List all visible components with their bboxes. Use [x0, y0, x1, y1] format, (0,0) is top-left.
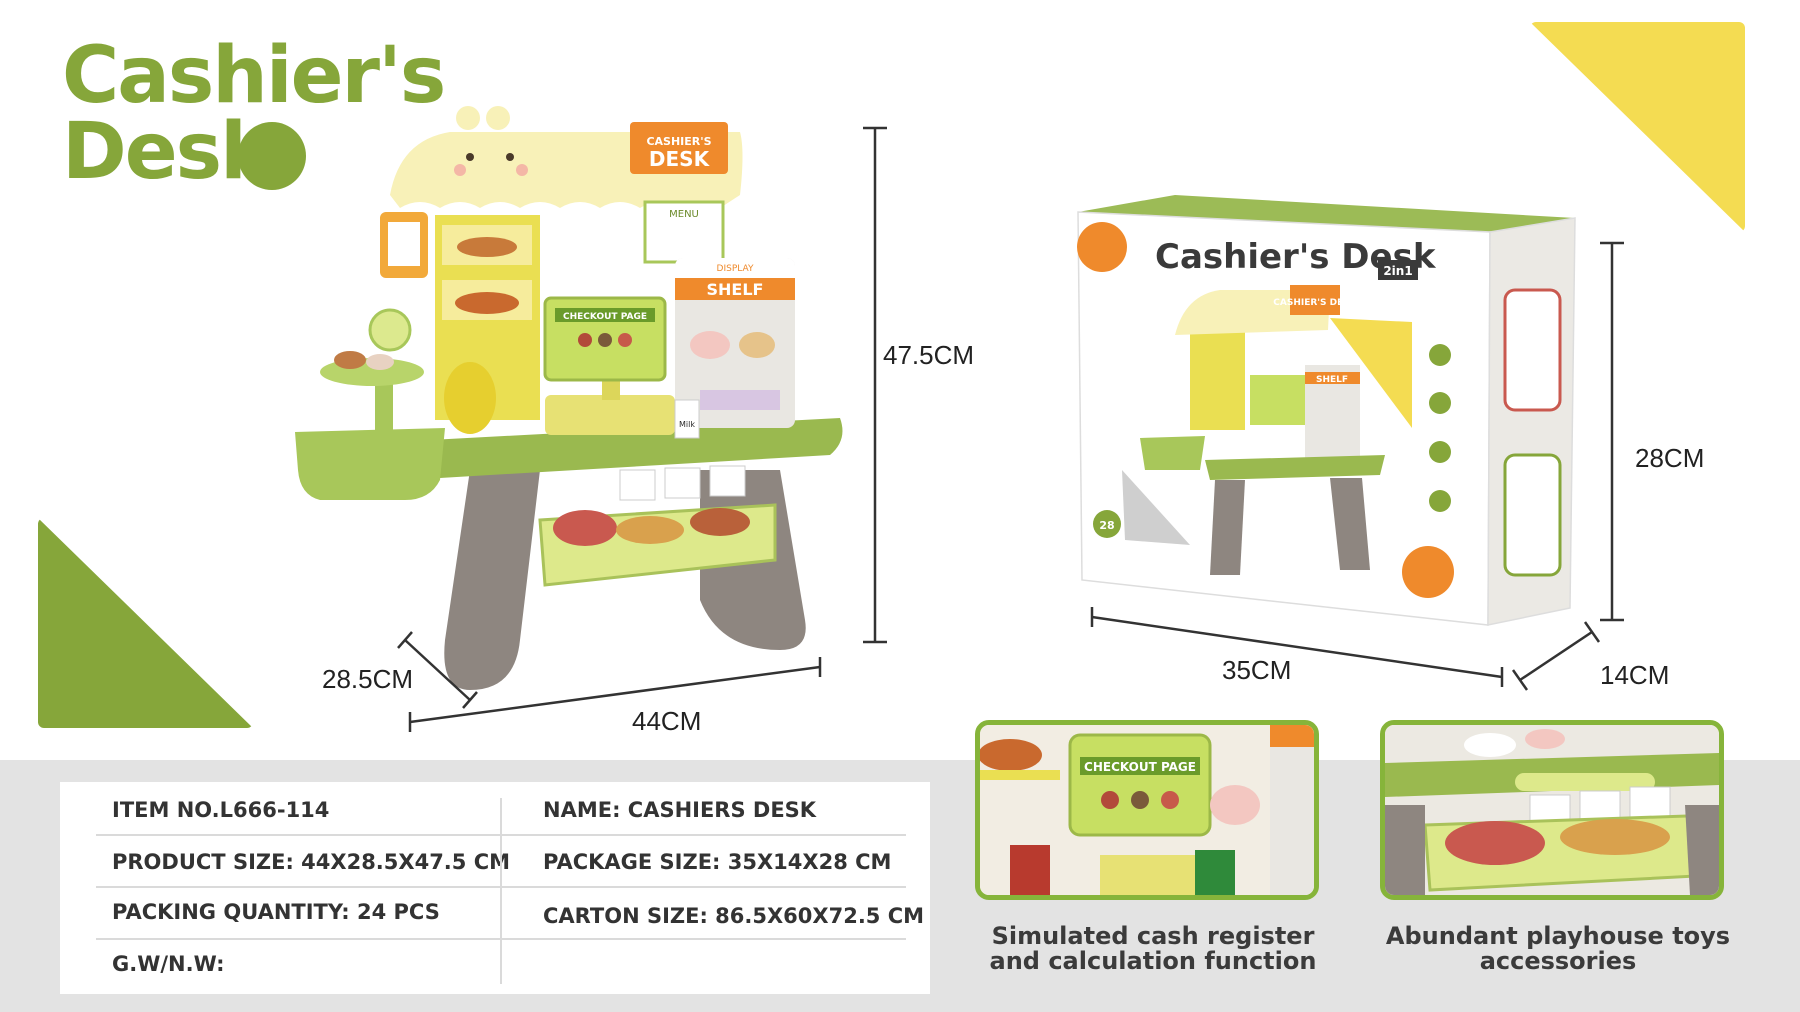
package-width-dimension-line	[1091, 615, 1503, 679]
package-depth-label: 14CM	[1600, 660, 1670, 690]
toy-register-base	[545, 395, 675, 435]
box-pieces-badge	[1093, 510, 1121, 538]
product-width-label: 44CM	[632, 706, 702, 736]
box-badge	[1378, 260, 1418, 280]
feature-caption-accessories: Abundant playhouse toys accessories	[1358, 924, 1758, 974]
title-line-2: Desk	[62, 107, 272, 197]
toy-side-tray	[295, 428, 445, 500]
toy-milk-label: Milk	[679, 420, 695, 429]
feature-image-cash-register: CHECKOUT PAGE	[980, 725, 1314, 895]
feature-caption-line-1: Simulated cash register	[991, 922, 1315, 950]
package-dimension-lines	[1090, 241, 1624, 691]
toy-counter-top	[426, 418, 843, 478]
spec-product-size: PRODUCT SIZE: 44X28.5X47.5 CM	[112, 850, 511, 874]
toy-pineapple	[444, 362, 496, 434]
package-box: Cashier's Desk 2in1 28 CASHIER'S DESK SH…	[1077, 195, 1576, 626]
feature-image-accessories	[1385, 725, 1719, 895]
box-new-version-badge	[1402, 546, 1454, 598]
toy-awning-eye-left	[466, 153, 474, 161]
box-logo-icon	[1077, 222, 1127, 272]
package-height-label: 28CM	[1635, 443, 1705, 473]
title-line-1: Cashier's	[62, 31, 446, 121]
spec-packing-quantity: PACKING QUANTITY: 24 PCS	[112, 900, 440, 924]
toy-screen-label: CHECKOUT PAGE	[563, 312, 647, 322]
title-dot-decoration	[238, 122, 306, 190]
depth-dimension-line	[404, 639, 471, 701]
spec-name: NAME: CASHIERS DESK	[543, 798, 817, 822]
box-awning-sign: CASHIER'S DESK	[1273, 298, 1357, 308]
feature-caption-line-2: accessories	[1479, 947, 1637, 975]
toy-lower-tray-foods	[553, 508, 750, 546]
toy-shelf-label: SHELF	[707, 280, 764, 299]
toy-display-label: DISPLAY	[717, 264, 754, 274]
toy-awning-sign	[630, 122, 728, 174]
toy-display-shelf	[675, 258, 795, 428]
feature-caption-line-2: and calculation function	[989, 947, 1317, 975]
package-width-label: 35CM	[1222, 655, 1292, 685]
width-dimension-line	[409, 665, 821, 724]
spec-table: ITEM NO.L666-114 NAME: CASHIERS DESK PRO…	[60, 782, 930, 994]
spec-item-no: ITEM NO.L666-114	[112, 798, 330, 822]
toy-menu-label: MENU	[669, 209, 699, 220]
box-shelf-sign: SHELF	[1316, 375, 1348, 385]
box-top	[1078, 195, 1575, 232]
feature-caption-line-1: Abundant playhouse toys	[1385, 922, 1731, 950]
spec-column-divider	[500, 798, 502, 984]
box-badge-text: 2in1	[1383, 264, 1412, 278]
toy-milk-carton	[674, 399, 700, 439]
toy-leg-left	[444, 470, 540, 690]
toy-awning-eye-right	[506, 153, 514, 161]
feature-caption-cash-register: Simulated cash register and calculation …	[953, 924, 1353, 974]
box-feature-icons	[1429, 344, 1451, 512]
box-pieces: 28	[1099, 519, 1114, 532]
spec-package-size: PACKAGE SIZE: 35X14X28 CM	[543, 850, 892, 874]
product-depth-label: 28.5CM	[322, 664, 414, 694]
product-height-label: 47.5CM	[883, 340, 975, 370]
toy-awning-sign-line1: CASHIER'S	[646, 135, 711, 148]
feature-card-cash-register: CHECKOUT PAGE	[975, 720, 1319, 900]
page-title: Cashier's Desk	[62, 31, 446, 197]
toy-basket-sign	[368, 308, 412, 352]
spec-carton-size: CARTON SIZE: 86.5X60X72.5 CM	[543, 904, 925, 928]
toy-awning-sign-line2: DESK	[649, 147, 711, 171]
spec-gw-nw: G.W/N.W:	[112, 952, 225, 976]
feature-screen-label: CHECKOUT PAGE	[1084, 760, 1196, 774]
package-depth-dimension-line	[1519, 630, 1593, 682]
product-dimension-lines	[397, 126, 887, 732]
box-yellow-triangle	[1330, 318, 1412, 428]
feature-card-accessories	[1380, 720, 1724, 900]
toy-menu-board	[643, 200, 725, 264]
